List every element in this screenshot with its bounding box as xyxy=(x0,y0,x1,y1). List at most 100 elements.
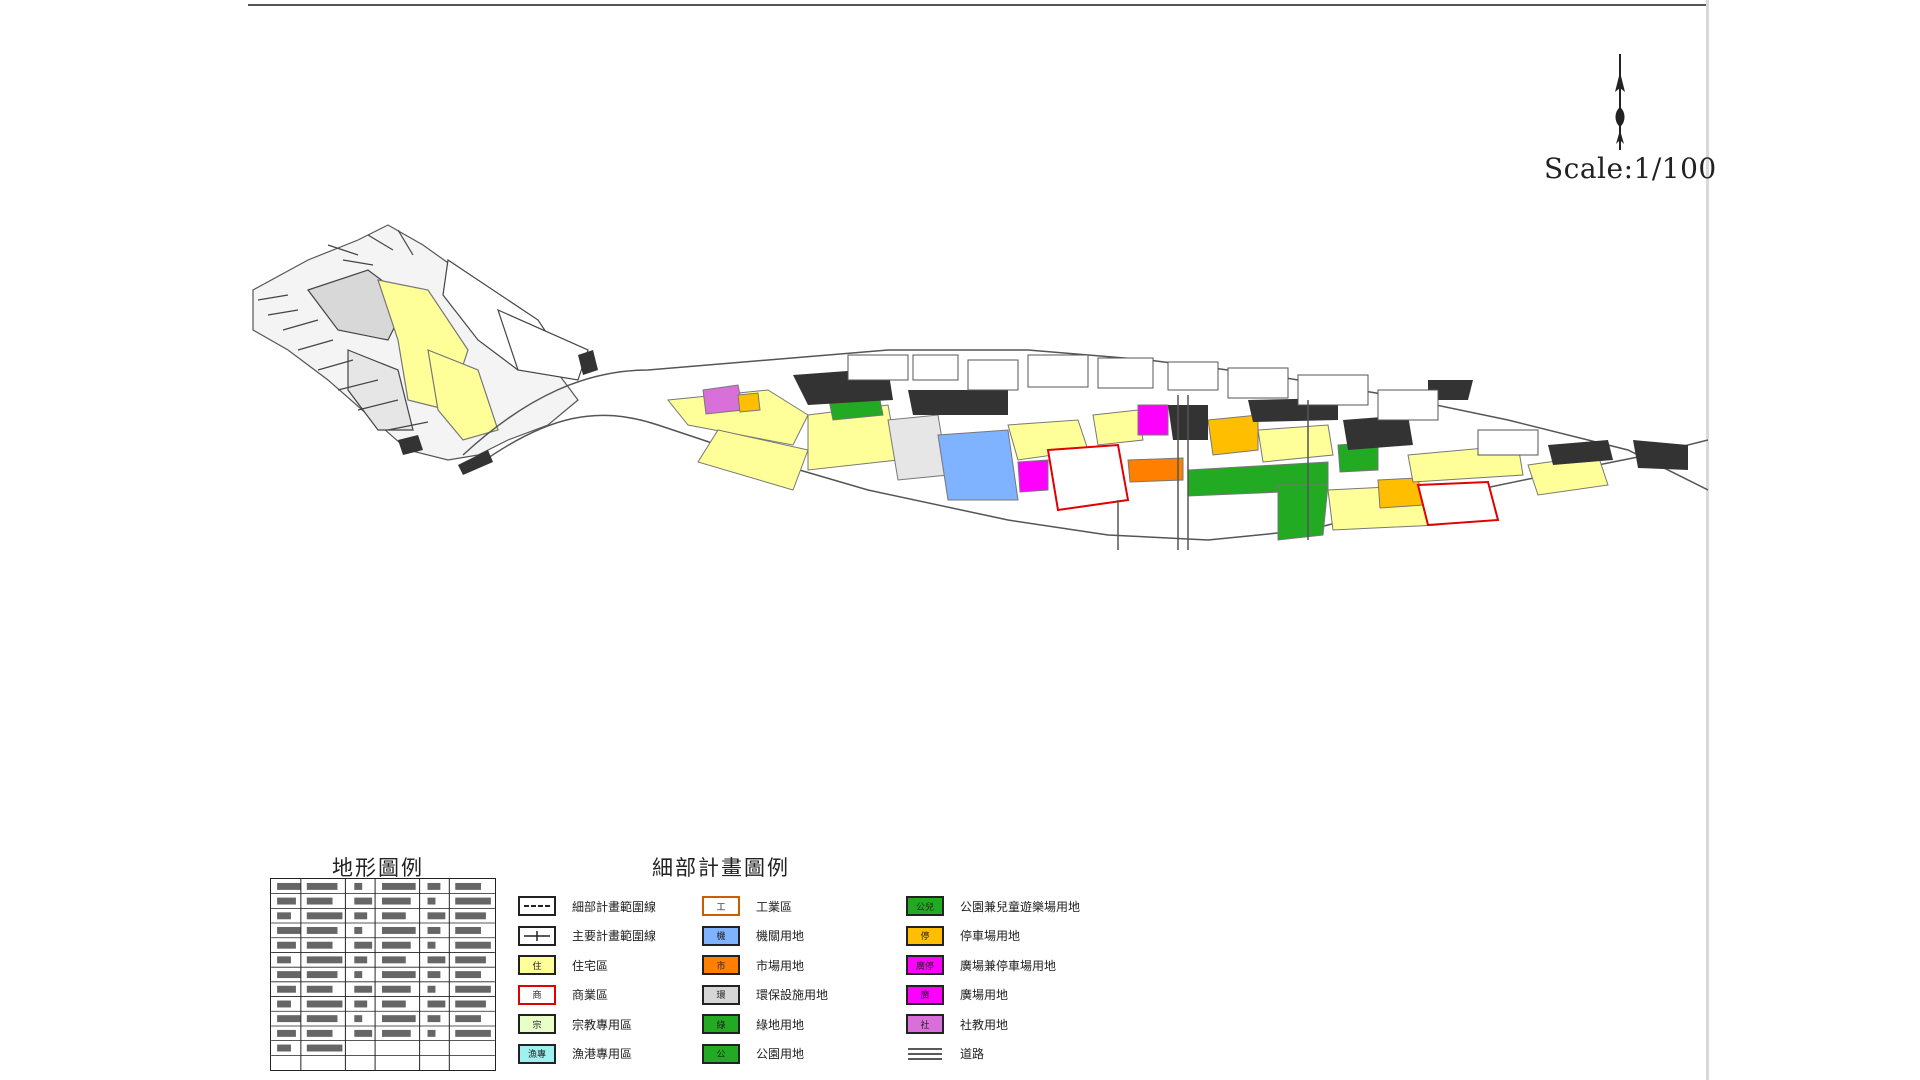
topo-legend-table xyxy=(270,878,496,1071)
topo-symbol xyxy=(427,985,436,993)
legend-swatch: 公 xyxy=(702,1043,740,1064)
road-icon xyxy=(908,1047,942,1060)
topo-symbol xyxy=(455,882,481,890)
topo-symbol xyxy=(354,882,363,890)
legend-item: 社 社教用地 xyxy=(906,1014,1008,1034)
topo-symbol xyxy=(306,1029,333,1037)
topo-symbol xyxy=(382,985,411,993)
legend-item: 細部計畫範圍線 xyxy=(518,896,656,916)
legend-label: 廣場用地 xyxy=(960,988,1009,1002)
legend-swatch-code: 環 xyxy=(716,991,726,1001)
legend-item: 商 商業區 xyxy=(518,984,609,1005)
legend-item: 廣 廣場用地 xyxy=(906,984,1009,1005)
legend-item: 道路 xyxy=(906,1043,984,1064)
zoning-blocks xyxy=(667,384,1609,541)
legend-item: 漁專 漁港專用區 xyxy=(518,1043,633,1064)
topo-symbol xyxy=(306,941,333,949)
legend-item: 宗 宗教專用區 xyxy=(518,1014,632,1034)
topo-symbol xyxy=(306,897,333,905)
legend-label: 工業區 xyxy=(756,899,793,914)
topography-lines xyxy=(252,224,589,461)
legend-label: 商業區 xyxy=(572,988,609,1002)
topo-symbol xyxy=(382,1029,411,1037)
top-border xyxy=(248,4,1708,6)
legend-swatch: 宗 xyxy=(518,1014,556,1034)
legend-swatch: 社 xyxy=(906,1014,944,1034)
legend-item: 廣停 廣場兼停車場用地 xyxy=(906,955,1056,975)
topo-symbol xyxy=(277,985,296,993)
topo-symbol xyxy=(306,912,343,920)
topo-symbol xyxy=(455,926,481,934)
topo-symbol xyxy=(427,926,441,934)
topo-symbol xyxy=(427,882,441,890)
topo-symbol xyxy=(277,882,301,890)
topo-symbol xyxy=(382,941,411,949)
legend-swatch: 市 xyxy=(702,955,740,975)
legend-item: 市 市場用地 xyxy=(702,955,804,975)
legend-swatch-code: 公兒 xyxy=(915,902,934,913)
topo-legend-title: 地形圖例 xyxy=(332,856,424,880)
legend-label: 廣場兼停車場用地 xyxy=(960,958,1057,973)
topo-symbol xyxy=(455,956,486,964)
topo-symbol xyxy=(277,897,296,905)
topo-symbol xyxy=(427,912,446,920)
legend-swatch: 漁專 xyxy=(518,1043,556,1064)
topo-symbol xyxy=(306,882,338,890)
legend-label: 社教用地 xyxy=(960,1017,1009,1032)
topo-symbol xyxy=(354,1015,363,1023)
topo-symbol xyxy=(277,956,291,964)
dash-line-icon xyxy=(524,905,550,907)
topo-symbol xyxy=(306,956,343,964)
topo-symbol xyxy=(427,956,446,964)
legend-item: 機機關用地 xyxy=(702,925,804,946)
plan-legend-title: 細部計畫圖例 xyxy=(652,856,790,880)
legend-swatch-code: 綠 xyxy=(716,1020,726,1031)
legend-swatch-code: 社 xyxy=(920,1020,930,1031)
legend-swatch: 商 xyxy=(518,984,556,1005)
north-parcels xyxy=(847,354,1539,456)
topo-symbol xyxy=(306,1044,343,1052)
legend-swatch-code: 住 xyxy=(532,961,542,972)
legend-swatch: 機 xyxy=(702,925,740,946)
legend-label: 主要計畫範圍線 xyxy=(572,929,657,943)
topo-symbol xyxy=(354,971,363,979)
legend-swatch-code: 廣 xyxy=(920,991,930,1001)
legend-item: 綠綠地用地 xyxy=(702,1014,804,1034)
topo-symbol xyxy=(455,897,491,905)
topo-symbol xyxy=(382,971,416,979)
north-arrow-icon xyxy=(1615,54,1625,150)
legend-swatch-code: 商 xyxy=(532,991,542,1001)
legend-label: 漁港專用區 xyxy=(572,1047,633,1061)
legend-label: 停車場用地 xyxy=(960,929,1021,943)
map-sheet xyxy=(248,0,1708,1080)
topo-symbol xyxy=(354,941,373,949)
legend-label: 市場用地 xyxy=(756,958,805,973)
scale-label: Scale:1/100 xyxy=(1544,152,1717,185)
legend-swatch-code: 停 xyxy=(920,932,930,942)
topo-symbol xyxy=(455,941,491,949)
cross-streets xyxy=(1117,395,1309,550)
page-right-edge xyxy=(1706,0,1709,1080)
topo-symbol xyxy=(354,985,373,993)
legend-swatch-code: 漁專 xyxy=(527,1050,546,1060)
legend-swatch-code: 公 xyxy=(716,1050,726,1060)
topo-symbol xyxy=(306,1015,338,1023)
legend-swatch-code: 廣停 xyxy=(915,961,934,972)
zoning-map xyxy=(252,224,1708,550)
topo-symbol xyxy=(382,1000,406,1008)
topo-symbol xyxy=(277,1015,301,1023)
legend-swatch-code: 宗 xyxy=(532,1020,542,1031)
legend-label: 公園兼兒童遊樂場用地 xyxy=(960,899,1081,914)
topo-symbol xyxy=(277,1000,291,1008)
legend-label: 宗教專用區 xyxy=(572,1017,633,1032)
legend-item: 環環保設施用地 xyxy=(702,984,828,1005)
legend-item: 住住宅區 xyxy=(518,955,608,975)
topo-symbol xyxy=(382,956,406,964)
topo-symbol xyxy=(306,926,338,934)
topo-symbol xyxy=(427,1029,436,1037)
topo-symbol xyxy=(427,897,436,905)
tick-line-icon xyxy=(524,930,550,941)
topo-symbol xyxy=(277,1044,291,1052)
legend-item: 主要計畫範圍線 xyxy=(518,925,657,946)
legend-item: 公兒 公園兼兒童遊樂場用地 xyxy=(906,896,1080,916)
